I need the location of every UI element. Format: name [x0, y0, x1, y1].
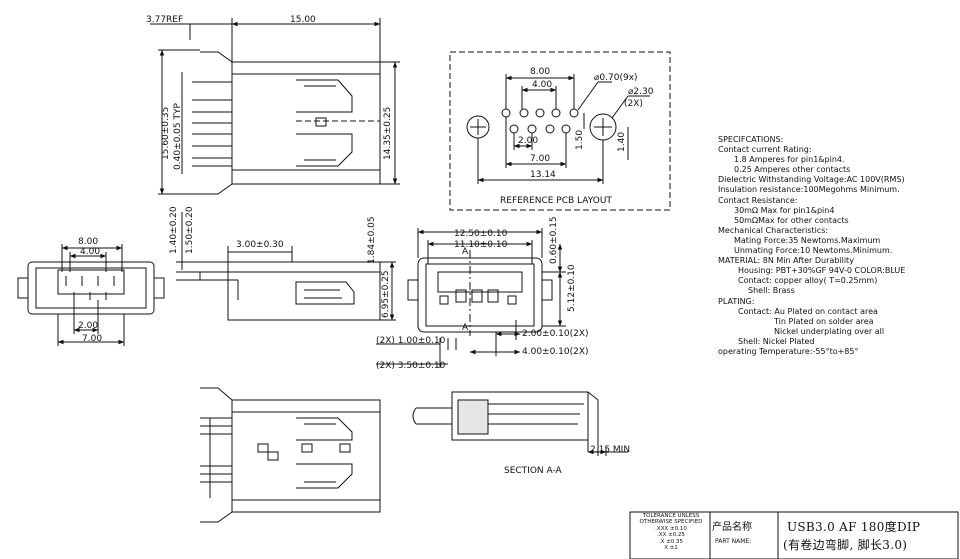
dim-300: 3.00±0.30 — [236, 240, 284, 250]
spec-line: SPECIFCATIONS: — [718, 135, 784, 144]
dim-215: 2.15 MIN — [590, 445, 630, 455]
spec-line: Contact: copper alloy( T=0.25mm) — [738, 276, 878, 286]
section-marker-a-bottom: A — [462, 323, 469, 333]
pcb-layout — [449, 51, 671, 211]
tolerance-line: .XXX ±0.10 — [655, 525, 687, 532]
pcb-dim-800: 8.00 — [530, 67, 550, 77]
section-label: SECTION A-A — [504, 466, 563, 476]
dim-700-left: 7.00 — [82, 334, 102, 344]
spec-line: 1.8 Amperes for pin1&pin4. — [734, 155, 845, 165]
spec-line: Dielectric Withstanding Voltage:AC 100V(… — [718, 175, 905, 185]
specifications-block: SPECIFCATIONS: Contact current Rating: 1… — [718, 135, 905, 357]
dim-ref-377: 3.77REF — [146, 15, 183, 25]
section-marker-a-top: A — [462, 247, 469, 257]
spec-line: 50mΩMax for other contacts — [734, 215, 849, 225]
tolerance-line: X ±1 — [664, 545, 678, 552]
pcb-dim-140: 1.40 — [617, 132, 627, 152]
pcb-dim-700: 7.00 — [530, 154, 550, 164]
dim-1110: 11.10±0.10 — [454, 240, 508, 250]
spec-line: Nickel underplating over all — [774, 326, 885, 336]
dim-140a: 1.40±0.20 — [169, 206, 179, 254]
part-title-line2: (有卷边弯脚, 脚长3.0) — [783, 538, 908, 552]
pcb-dim-200: 2.00 — [518, 136, 538, 146]
spec-line: 30mΩ Max for pin1&pin4 — [734, 205, 835, 215]
top-view — [192, 51, 381, 195]
dim-400-left: 4.00 — [80, 247, 100, 257]
front-view — [376, 228, 566, 368]
pcb-dim-230: ⌀2.30 — [628, 87, 654, 97]
pcb-dim-1314: 13.14 — [530, 170, 556, 180]
pcb-dim-2x: (2X) — [624, 99, 643, 109]
spec-line: Contact current Rating: — [718, 145, 812, 155]
spec-line: Tin Plated on solder area — [774, 316, 874, 326]
spec-line: 0.25 Amperes other contacts — [734, 165, 851, 175]
pcb-label: REFERENCE PCB LAYOUT — [500, 196, 612, 206]
pcb-dim-070: ⌀0.70(9x) — [594, 73, 638, 83]
dim-800-left: 8.00 — [78, 237, 98, 247]
section-a-a — [412, 391, 628, 456]
part-title-line1: USB3.0 AF 180度DIP — [787, 520, 921, 534]
spec-line: Contact Resistance: — [718, 195, 798, 205]
spec-line: Shell: Brass — [748, 286, 795, 296]
spec-line: MATERIAL: 8N Min After Durability — [718, 256, 854, 266]
spec-line: Mating Force:35 Newtoms.Maximum — [734, 235, 881, 245]
dim-200-2x: 2.00±0.10(2X) — [522, 329, 589, 339]
tolerance-line: .XX ±0.25 — [657, 532, 685, 539]
pcb-dim-150: 1.50 — [575, 130, 585, 150]
dim-400-2x: 4.00±0.10(2X) — [522, 347, 589, 357]
dim-1560: 15.60±0.35 — [161, 107, 171, 160]
spec-line: Shell: Nickel Plated — [738, 336, 815, 346]
spec-line: Unmating Force:10 Newtoms.Minimum. — [734, 246, 893, 256]
dim-512: 5.12±0.10 — [567, 264, 577, 312]
dim-184: 1.84±0.05 — [367, 216, 377, 264]
spec-line: Housing: PBT+30%GF 94V-0 COLOR:BLUE — [738, 266, 906, 276]
dim-040: 0.40±0.05 TYP — [173, 103, 183, 170]
end-view-left — [17, 244, 165, 346]
dim-1250: 12.50±0.10 — [454, 229, 508, 239]
dim-1435: 14.35±0.25 — [383, 107, 393, 160]
tolerance-line: .X ±0.35 — [658, 538, 684, 545]
dim-200-left: 2.00 — [78, 321, 98, 331]
dim-100: (2X) 1.00±0.10 — [376, 336, 446, 346]
tolerance-line: TOLERANCE UNLESS — [642, 513, 700, 519]
dim-695: 6.95±0.25 — [381, 270, 391, 318]
spec-line: PLATING: — [718, 296, 755, 306]
side-view — [176, 212, 396, 321]
part-name-label: PART NAME: — [715, 538, 752, 545]
dim-1500: 15.00 — [290, 15, 316, 25]
dim-150: 1.50±0.20 — [185, 206, 195, 254]
dim-060: 0.60±0.15 — [549, 216, 559, 264]
spec-line: Contact: Au Plated on contact area — [738, 306, 878, 316]
spec-line: operating Temperature:-55°to+85° — [718, 346, 859, 356]
tolerance-line: OTHERWISE SPECIFIED — [639, 519, 703, 526]
spec-line: Insulation resistance:100Megohms Minimum… — [718, 185, 900, 195]
pcb-dim-400: 4.00 — [532, 80, 552, 90]
dim-350: (2X) 3.50±0.10 — [376, 361, 446, 371]
bottom-view — [200, 387, 381, 523]
product-name-label: 产品名称 — [712, 522, 752, 533]
title-block — [629, 511, 959, 559]
spec-line: Mechanical Characteristics: — [718, 225, 829, 235]
tolerance-block: TOLERANCE UNLESS OTHERWISE SPECIFIED .XX… — [632, 513, 710, 559]
